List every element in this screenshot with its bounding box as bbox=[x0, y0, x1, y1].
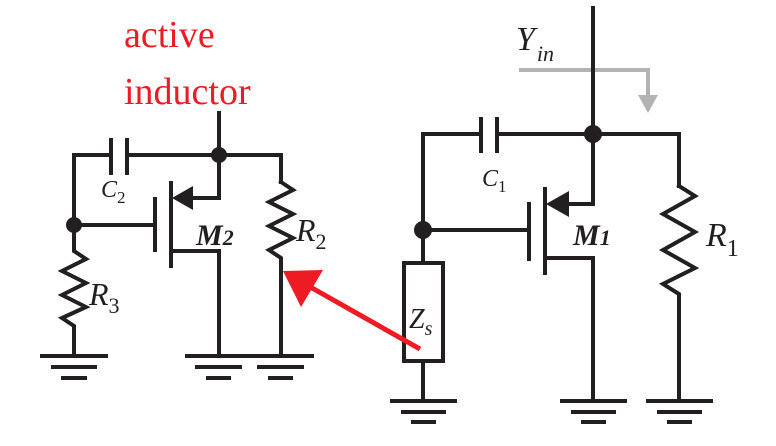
yin-arrow bbox=[519, 68, 650, 98]
m2-drain-wire bbox=[169, 249, 221, 357]
transistor-m1 bbox=[527, 132, 595, 403]
top-right-wire bbox=[125, 153, 283, 184]
active-inductor-circuit: C2 R3 M2 R2 bbox=[40, 111, 327, 380]
highlight-arrow-shaft bbox=[303, 281, 422, 352]
top-right-wire-main bbox=[495, 132, 681, 188]
ground-icon bbox=[560, 399, 627, 424]
m1-source-wire bbox=[563, 132, 595, 206]
resistor-r3 bbox=[57, 223, 91, 357]
r2-label: R2 bbox=[295, 212, 327, 254]
highlight-arrow bbox=[283, 270, 422, 352]
ground-icon bbox=[646, 399, 713, 424]
c2-left-wire bbox=[72, 153, 113, 227]
capacitor-c1 bbox=[479, 117, 499, 153]
yin-arrowhead-icon bbox=[638, 95, 658, 113]
m1-drain-wire bbox=[543, 256, 595, 403]
resistor-r1 bbox=[658, 183, 700, 403]
highlight-arrowhead-icon bbox=[283, 270, 323, 307]
zs-label: Zs bbox=[409, 304, 433, 340]
annotation-line2: inductor bbox=[124, 71, 251, 113]
c1-left-wire bbox=[421, 132, 483, 232]
r1-label: R1 bbox=[705, 217, 739, 262]
m1-label: M1 bbox=[572, 219, 611, 252]
r3-label: R3 bbox=[88, 276, 120, 318]
m2-source-wire bbox=[188, 153, 221, 200]
m1-source-arrow-icon bbox=[546, 191, 569, 217]
ground-icon bbox=[185, 354, 314, 380]
c2-label: C2 bbox=[101, 177, 126, 207]
annotation-line1: active bbox=[124, 14, 215, 56]
ground-icon bbox=[40, 354, 108, 380]
c1-label: C1 bbox=[482, 166, 507, 196]
ground-icon bbox=[390, 399, 457, 424]
transistor-m2 bbox=[153, 153, 221, 357]
m2-source-arrow-icon bbox=[172, 186, 193, 210]
capacitor-c2 bbox=[109, 138, 129, 175]
m2-label: M2 bbox=[195, 219, 234, 252]
main-circuit: Yin C1 Zs bbox=[390, 6, 739, 424]
yin-label: Yin bbox=[516, 21, 554, 66]
resistor-r2 bbox=[264, 179, 298, 357]
